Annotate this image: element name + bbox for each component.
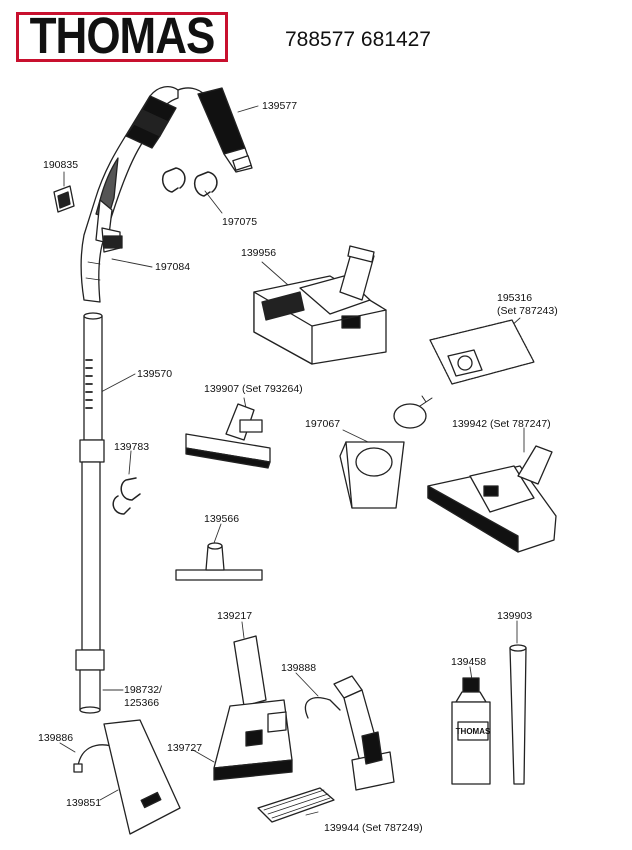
part-number-139458: 139458	[451, 656, 487, 668]
part-number-139944: 139944 (Set 787249)	[324, 822, 423, 834]
part-number-139783: 139783	[114, 441, 150, 453]
part-number-195316: 195316	[497, 292, 533, 304]
part-number-197075: 197075	[222, 216, 258, 228]
wash-nozzle-139217-drawing	[213, 635, 293, 781]
part-number-139886: 139886	[38, 732, 74, 744]
part-number-139577: 139577	[262, 100, 298, 112]
floor-nozzle-139956-drawing	[253, 245, 387, 365]
paper-bag-195316-drawing	[429, 319, 535, 385]
nozzle-139566-drawing	[175, 542, 263, 581]
upholstery-139851-drawing	[73, 719, 181, 835]
bag-holder-197067-drawing	[339, 395, 433, 509]
model-numbers: 788577 681427	[285, 28, 431, 51]
clips-139783-drawing	[112, 477, 141, 515]
bottle-139458-drawing: THOMAS	[451, 677, 491, 785]
part-number-139907: 139907 (Set 793264)	[204, 383, 303, 395]
part-number-125366: 125366	[124, 697, 160, 709]
logo-text: THOMAS	[29, 8, 216, 65]
part-number-139888: 139888	[281, 662, 317, 674]
part-number-197067: 197067	[305, 418, 341, 430]
part-number-139956: 139956	[241, 247, 277, 259]
part-number-139903: 139903	[497, 610, 533, 622]
part-number-139570: 139570	[137, 368, 173, 380]
clip-190835-drawing	[53, 185, 75, 213]
part-number-139727: 139727	[167, 742, 203, 754]
part-number-139942: 139942 (Set 787247)	[452, 418, 551, 430]
thomas-logo: THOMAS	[16, 8, 228, 65]
hand-brush-139888-drawing	[304, 675, 395, 791]
bottle-label: THOMAS	[456, 727, 491, 736]
part-number-139851: 139851	[66, 797, 102, 809]
nozzle-139907-drawing	[185, 403, 271, 469]
hose-handle-drawing	[80, 85, 253, 303]
part-number-139566: 139566	[204, 513, 240, 525]
part-number-190835: 190835	[43, 159, 79, 171]
crevice-139903-drawing	[509, 644, 527, 785]
insert-139944-drawing	[257, 787, 335, 823]
part-number-198732: 198732/	[124, 684, 162, 696]
clips-197075-drawing	[161, 167, 218, 197]
part-number-197084: 197084	[155, 261, 191, 273]
floor-nozzle-139942-drawing	[427, 445, 557, 553]
leader-lines	[59, 105, 525, 816]
wand-tube-drawing	[75, 312, 105, 714]
part-number-195316-set: (Set 787243)	[497, 305, 558, 317]
part-number-139217: 139217	[217, 610, 253, 622]
